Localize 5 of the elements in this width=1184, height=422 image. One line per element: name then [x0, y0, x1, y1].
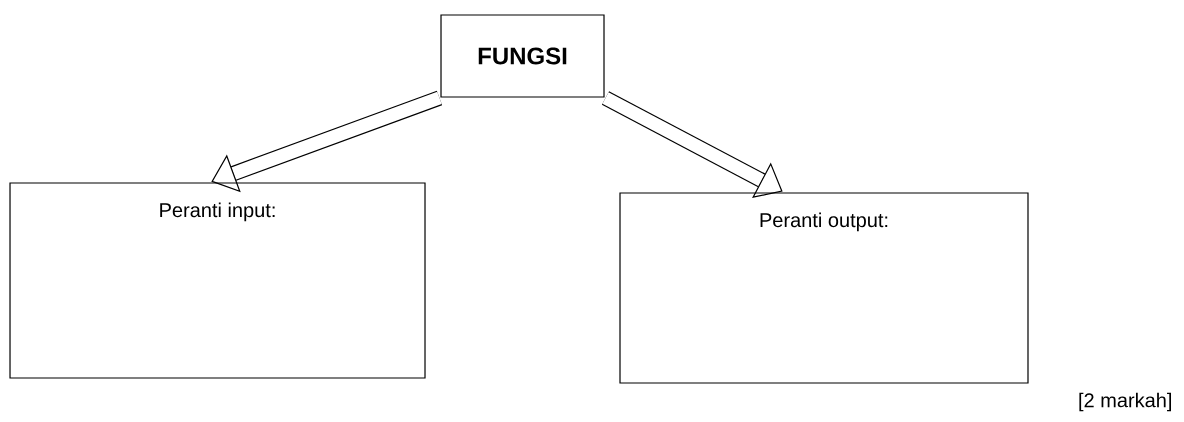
- answer-box: Peranti input:: [9, 182, 426, 379]
- title-box: FUNGSI: [440, 14, 605, 98]
- note-text: [2 markah]: [1079, 392, 1171, 412]
- block-arrow: [211, 90, 443, 193]
- answer-box: Peranti output:: [619, 192, 1029, 384]
